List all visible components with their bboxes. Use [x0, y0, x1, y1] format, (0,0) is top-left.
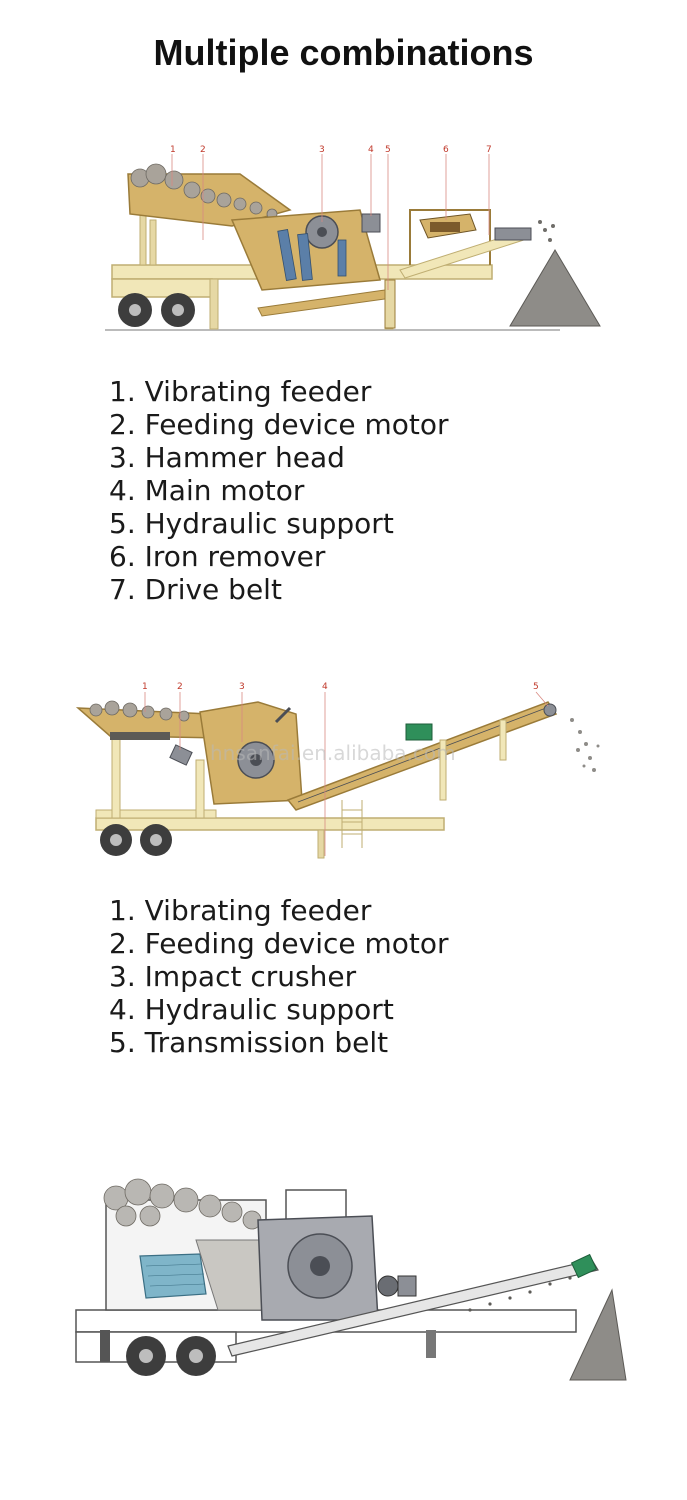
list-item: 4. Main motor	[109, 474, 305, 507]
list-item: 5. Transmission belt	[109, 1026, 389, 1059]
list-item: 1. Vibrating feeder	[109, 894, 372, 927]
callout-6: 6	[443, 145, 449, 155]
parts-list-1: 1. Vibrating feeder 2. Feeding device mo…	[109, 375, 449, 606]
callout-3: 3	[319, 145, 325, 155]
callout-3: 3	[239, 682, 245, 692]
page-title: Multiple combinations	[153, 32, 534, 73]
hammer-crusher-plant-diagram: 1 2 3 4 5 6 7	[0, 130, 687, 340]
list-item: 3. Hammer head	[109, 441, 345, 474]
wheel-icon	[126, 1336, 216, 1376]
diagram-2-svg: 1 2 3 4 5 hnsanfai.en.alibaba.com	[75, 682, 600, 859]
list-item: 4. Hydraulic support	[109, 993, 394, 1026]
diagram-1-svg: 1 2 3 4 5 6 7	[105, 145, 601, 331]
callout-5: 5	[385, 145, 391, 155]
list-item: 2. Feeding device motor	[109, 927, 449, 960]
diagram-3-svg	[75, 1178, 627, 1381]
callout-2: 2	[177, 682, 183, 692]
list-item: 2. Feeding device motor	[109, 408, 449, 441]
callout-7: 7	[486, 145, 492, 155]
callout-1: 1	[142, 682, 148, 692]
callout-2: 2	[200, 145, 206, 155]
callout-5: 5	[533, 682, 539, 692]
watermark: hnsanfai.en.alibaba.com	[210, 741, 456, 765]
list-item: 7. Drive belt	[109, 573, 282, 606]
list-item: 1. Vibrating feeder	[109, 375, 372, 408]
list-item: 5. Hydraulic support	[109, 507, 394, 540]
wheel-icon	[118, 293, 195, 327]
impact-crusher-plant-diagram: 1 2 3 4 5 hnsanfai.en.alibaba.com	[0, 670, 687, 870]
list-item: 6. Iron remover	[109, 540, 326, 573]
callout-1: 1	[170, 145, 176, 155]
callout-4: 4	[368, 145, 374, 155]
wheel-icon	[100, 824, 172, 856]
list-item: 3. Impact crusher	[109, 960, 357, 993]
parts-list-2: 1. Vibrating feeder 2. Feeding device mo…	[109, 894, 449, 1059]
callout-4: 4	[322, 682, 328, 692]
jaw-crusher-plant-diagram	[0, 1170, 687, 1400]
